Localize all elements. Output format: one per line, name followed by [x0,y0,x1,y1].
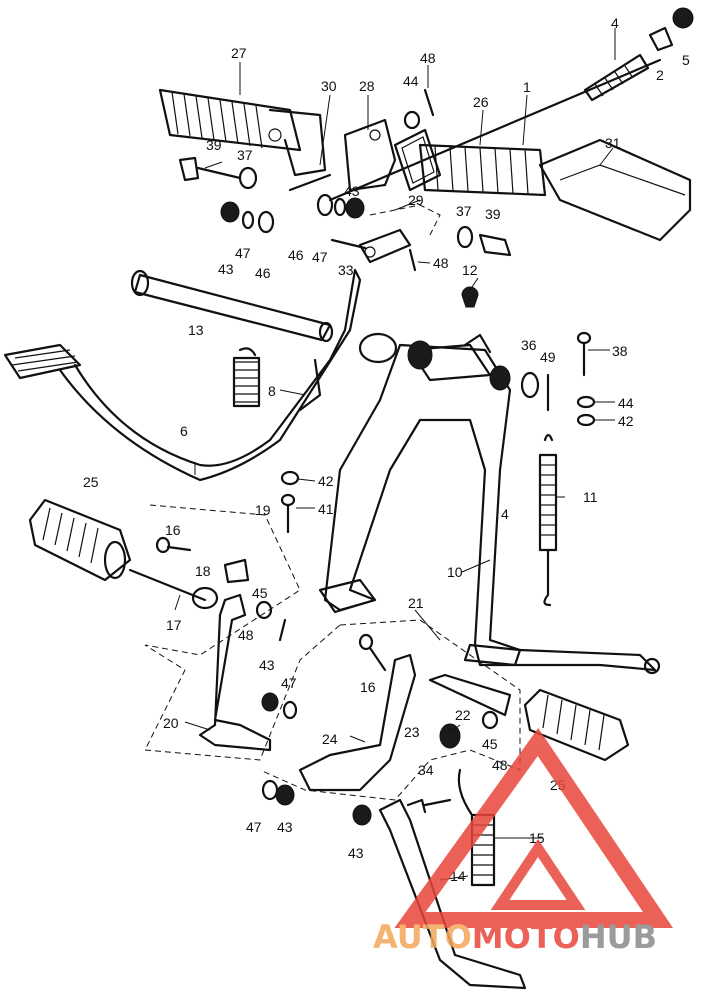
watermark-text-auto: AUTO [373,918,472,956]
callout-42-center: 42 [318,473,334,489]
callout-48-right: 48 [492,757,508,773]
callout-4: 4 [611,15,619,31]
callout-45-right: 45 [482,736,498,752]
watermark-text-moto: MOTO [472,918,580,956]
fasteners-upper-left [178,156,365,234]
watermark-triangle-icon [394,728,674,928]
watermark-inner-triangle-icon [490,838,586,910]
callout-1: 1 [523,79,531,95]
callout-15: 15 [529,830,545,846]
part-31-footrest-bar [538,138,692,242]
callout-30: 30 [321,78,337,94]
callout-29: 29 [408,192,424,208]
callout-48-left: 48 [238,627,254,643]
part-28-bracket [343,118,397,192]
part-33-linkage [330,225,512,264]
callout-11: 11 [583,489,598,505]
callout-43-bottom: 43 [277,819,293,835]
callout-19: 19 [255,502,271,518]
callout-39-right: 39 [485,206,501,222]
callout-46-right: 46 [288,247,304,263]
callout-37-left: 37 [237,147,253,163]
callout-24: 24 [322,731,338,747]
callout-20: 20 [163,715,179,731]
callout-16-left: 16 [165,522,181,538]
callout-38: 38 [612,343,628,359]
callout-18: 18 [195,563,211,579]
callout-12: 12 [462,262,478,278]
part-10-main-stand [318,333,661,675]
callout-44-right: 44 [618,395,634,411]
small-parts-top [403,88,479,308]
callout-13: 13 [188,322,204,338]
fasteners-right [520,331,596,427]
callout-23: 23 [404,724,420,740]
part-27-footrest-rubber [158,88,327,177]
callout-48-center: 48 [433,255,449,271]
callout-47-left: 47 [235,245,251,261]
callout-39-left: 39 [206,137,222,153]
part-8-spring [232,347,261,408]
callout-45-left: 45 [252,585,268,601]
callout-47-bottom: 47 [246,819,262,835]
callout-36: 36 [521,337,537,353]
callout-43-mid: 43 [259,657,275,673]
callout-34: 34 [418,762,434,778]
callout-26: 26 [473,94,489,110]
callout-43-top: 43 [344,183,360,199]
callout-47-upper: 47 [312,249,328,265]
part-13-shaft [130,269,334,343]
callout-2: 2 [656,67,664,83]
callout-10: 10 [447,564,463,580]
callout-47-mid: 47 [281,675,297,691]
part-6-brake-pedal [3,268,398,482]
callout-5: 5 [682,52,690,68]
watermark-text-hub: HUB [580,918,657,956]
callout-25-left: 25 [83,474,99,490]
callout-46-left: 46 [255,265,271,281]
callout-43-sidestand: 43 [348,845,364,861]
callout-16-right: 16 [360,679,376,695]
leader-lines [174,28,616,881]
callout-49: 49 [540,349,556,365]
fasteners-center [280,470,300,534]
callout-43-left: 43 [218,261,234,277]
callout-labels: 1 2 4 5 6 8 10 11 12 13 14 15 16 16 17 1… [83,15,690,884]
callout-31: 31 [605,135,621,151]
callout-27: 27 [231,45,247,61]
callout-6: 6 [180,423,188,439]
watermark-text: AUTOMOTOHUB [373,918,657,956]
side-stand-assembly [378,768,527,990]
right-front-footrest-assembly [261,633,630,826]
callout-8: 8 [268,383,276,399]
callout-33: 33 [338,262,354,278]
left-front-footrest-assembly [28,498,298,752]
callout-37-right: 37 [456,203,472,219]
callout-4-stand: 4 [501,506,509,522]
callout-21: 21 [408,595,424,611]
part-29-gasket [393,128,442,192]
callout-17: 17 [166,617,182,633]
part-26-footrest-rubber [418,143,547,197]
automotohub-watermark: AUTOMOTOHUB [373,728,674,956]
callout-28: 28 [359,78,375,94]
part-1-rod [328,7,694,202]
callout-48-top: 48 [420,50,436,66]
callout-22: 22 [455,707,471,723]
callout-44-top: 44 [403,73,419,89]
part-11-spring [538,433,558,607]
callout-41: 41 [318,501,334,517]
callout-42-right: 42 [618,413,634,429]
